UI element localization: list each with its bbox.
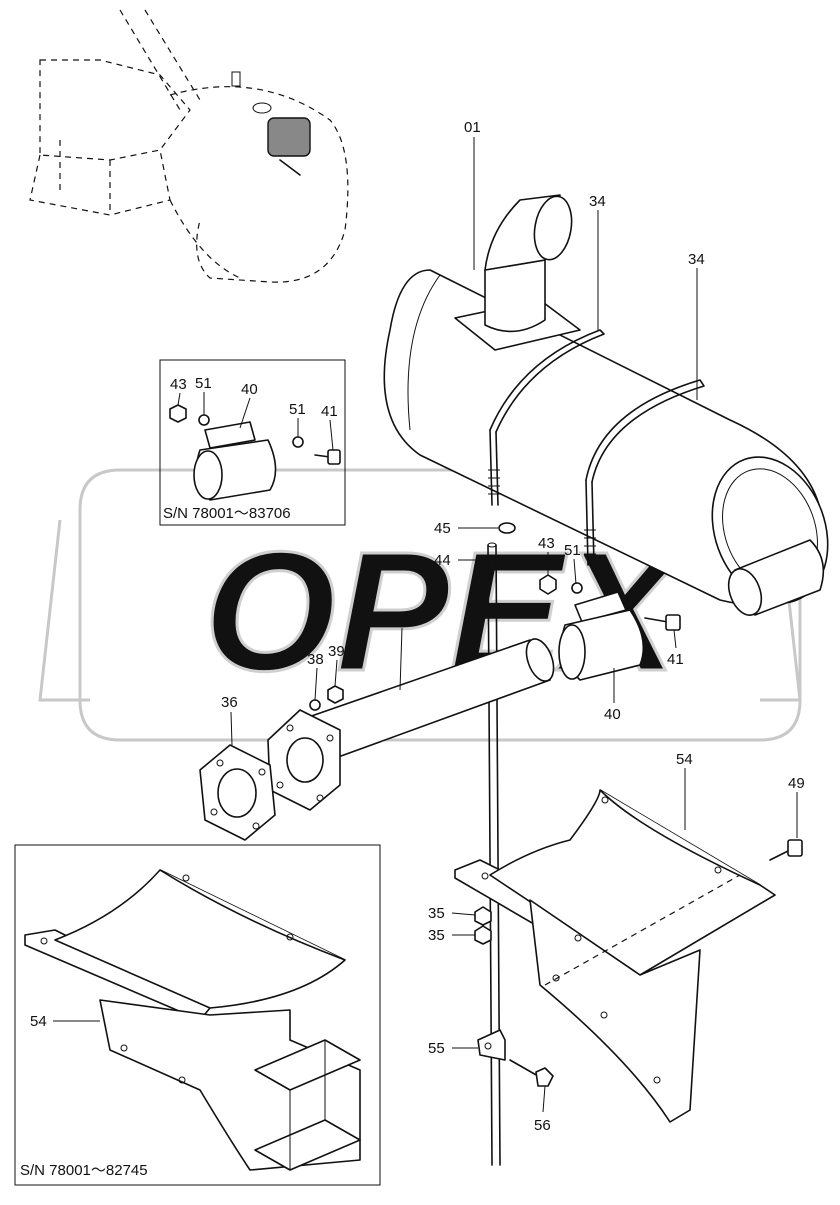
inlet-stub [727, 539, 825, 616]
washer-51 [571, 582, 583, 594]
callout-labels: 01 34 34 43 51 40 51 41 45 44 43 51 41 4… [30, 119, 805, 1134]
callout-51-inset-b: 51 [289, 401, 306, 418]
callout-56: 56 [534, 1117, 551, 1134]
clamp-40 [558, 591, 645, 681]
callout-55: 55 [428, 1040, 445, 1057]
gasket-36 [199, 744, 276, 841]
callout-34-b: 34 [688, 251, 705, 268]
nut-35-b [474, 925, 492, 945]
serial-inset-clamp: S/N 78001～83706 [163, 505, 291, 522]
excavator-thumbnail [29, 9, 349, 283]
callout-51-inset-a: 51 [195, 375, 212, 392]
strap-34-b [584, 379, 705, 566]
callout-49: 49 [788, 775, 805, 792]
callout-35-b: 35 [428, 927, 445, 944]
callout-53: 53 [393, 611, 410, 628]
muffler-01 [383, 194, 829, 616]
pipe-53 [267, 638, 555, 811]
callout-40: 40 [604, 706, 621, 723]
nut-39 [327, 685, 344, 704]
clamp-40-inset [193, 421, 277, 501]
callout-54: 54 [676, 751, 693, 768]
callout-40-inset: 40 [241, 381, 258, 398]
strap-34-a [488, 329, 605, 506]
callout-54-inset: 54 [30, 1013, 47, 1030]
callout-36: 36 [221, 694, 238, 711]
callout-38: 38 [307, 651, 324, 668]
callout-51: 51 [564, 542, 581, 559]
callout-44: 44 [434, 552, 451, 569]
callout-45: 45 [434, 520, 451, 537]
rod-44 [487, 542, 501, 1166]
callout-41-inset: 41 [321, 403, 338, 420]
callout-43-inset: 43 [170, 376, 187, 393]
washer-51-inset-a [198, 414, 210, 426]
leader-lines [53, 137, 798, 1113]
callout-34-a: 34 [589, 193, 606, 210]
callout-39: 39 [328, 643, 345, 660]
inset-clamp: S/N 78001～83706 [159, 359, 346, 526]
nut-43-inset [169, 404, 187, 423]
serial-inset-bracket: S/N 78001～82745 [20, 1162, 148, 1179]
callout-35-a: 35 [428, 905, 445, 922]
clip-55 [477, 1029, 506, 1061]
bolt-56 [509, 1059, 554, 1087]
bolt-41 [644, 614, 681, 631]
nut-35-a [474, 906, 492, 926]
bolt-41-inset [314, 449, 341, 465]
washer-38 [309, 699, 321, 711]
callout-01: 01 [464, 119, 481, 136]
washer-45 [498, 522, 516, 534]
inset-bracket: S/N 78001～82745 [14, 844, 381, 1186]
nut-43 [539, 574, 557, 595]
exhaust-stack [454, 194, 581, 351]
bracket-54 [454, 789, 776, 1123]
bolt-49 [769, 839, 803, 861]
washer-51-inset-b [292, 436, 304, 448]
muffler-location-marker [267, 117, 311, 157]
callout-41: 41 [667, 651, 684, 668]
callout-43: 43 [538, 535, 555, 552]
